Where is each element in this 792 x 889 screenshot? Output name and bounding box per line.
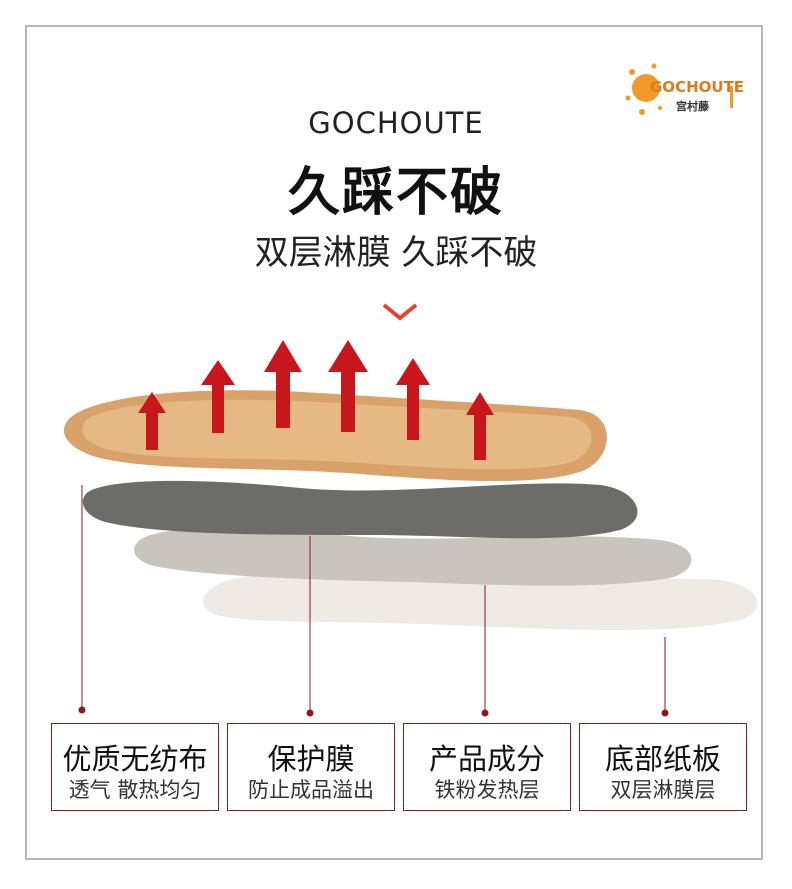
brand-logo: GOCHOUTE 宫村藤	[620, 58, 744, 120]
label-subtitle: 防止成品溢出	[248, 778, 374, 802]
heat-arrow-icon	[264, 340, 302, 428]
logo-splash-icon	[625, 63, 733, 115]
heat-arrows	[138, 340, 494, 460]
heat-arrow-icon	[396, 358, 430, 440]
label-nonwoven: 优质无纺布 透气 散热均匀	[51, 723, 219, 811]
outer-frame	[25, 25, 763, 860]
label-subtitle: 铁粉发热层	[434, 778, 540, 802]
label-title: 产品成分	[428, 742, 545, 776]
layer-nonwoven-inner	[82, 399, 592, 470]
heat-arrow-icon	[466, 392, 494, 460]
logo-wordmark: GOCHOUTE	[650, 78, 745, 96]
layer-iron-powder	[134, 528, 692, 586]
label-title: 优质无纺布	[62, 742, 208, 776]
label-title: 底部纸板	[604, 742, 721, 776]
label-subtitle: 透气 散热均匀	[68, 778, 202, 802]
leader-lines	[81, 485, 666, 712]
label-protective-film: 保护膜 防止成品溢出	[227, 723, 395, 811]
brand-title: GOCHOUTE	[308, 106, 484, 140]
headline: 久踩不破	[287, 163, 504, 223]
heat-arrow-icon	[201, 360, 235, 433]
layer-paperboard	[203, 570, 758, 630]
subheadline: 双层淋膜 久踩不破	[254, 233, 538, 273]
label-ingredients: 产品成分 铁粉发热层	[403, 723, 571, 811]
heat-arrow-icon	[328, 340, 368, 432]
label-subtitle: 双层淋膜层	[610, 778, 716, 802]
chevron-down-icon	[382, 303, 418, 321]
label-paperboard: 底部纸板 双层淋膜层	[579, 723, 747, 811]
label-title: 保护膜	[267, 742, 355, 776]
logo-chinese-name: 宫村藤	[676, 100, 709, 113]
layer-protective-film	[82, 480, 638, 539]
heat-arrow-icon	[138, 392, 166, 450]
leader-dots	[78, 706, 669, 717]
